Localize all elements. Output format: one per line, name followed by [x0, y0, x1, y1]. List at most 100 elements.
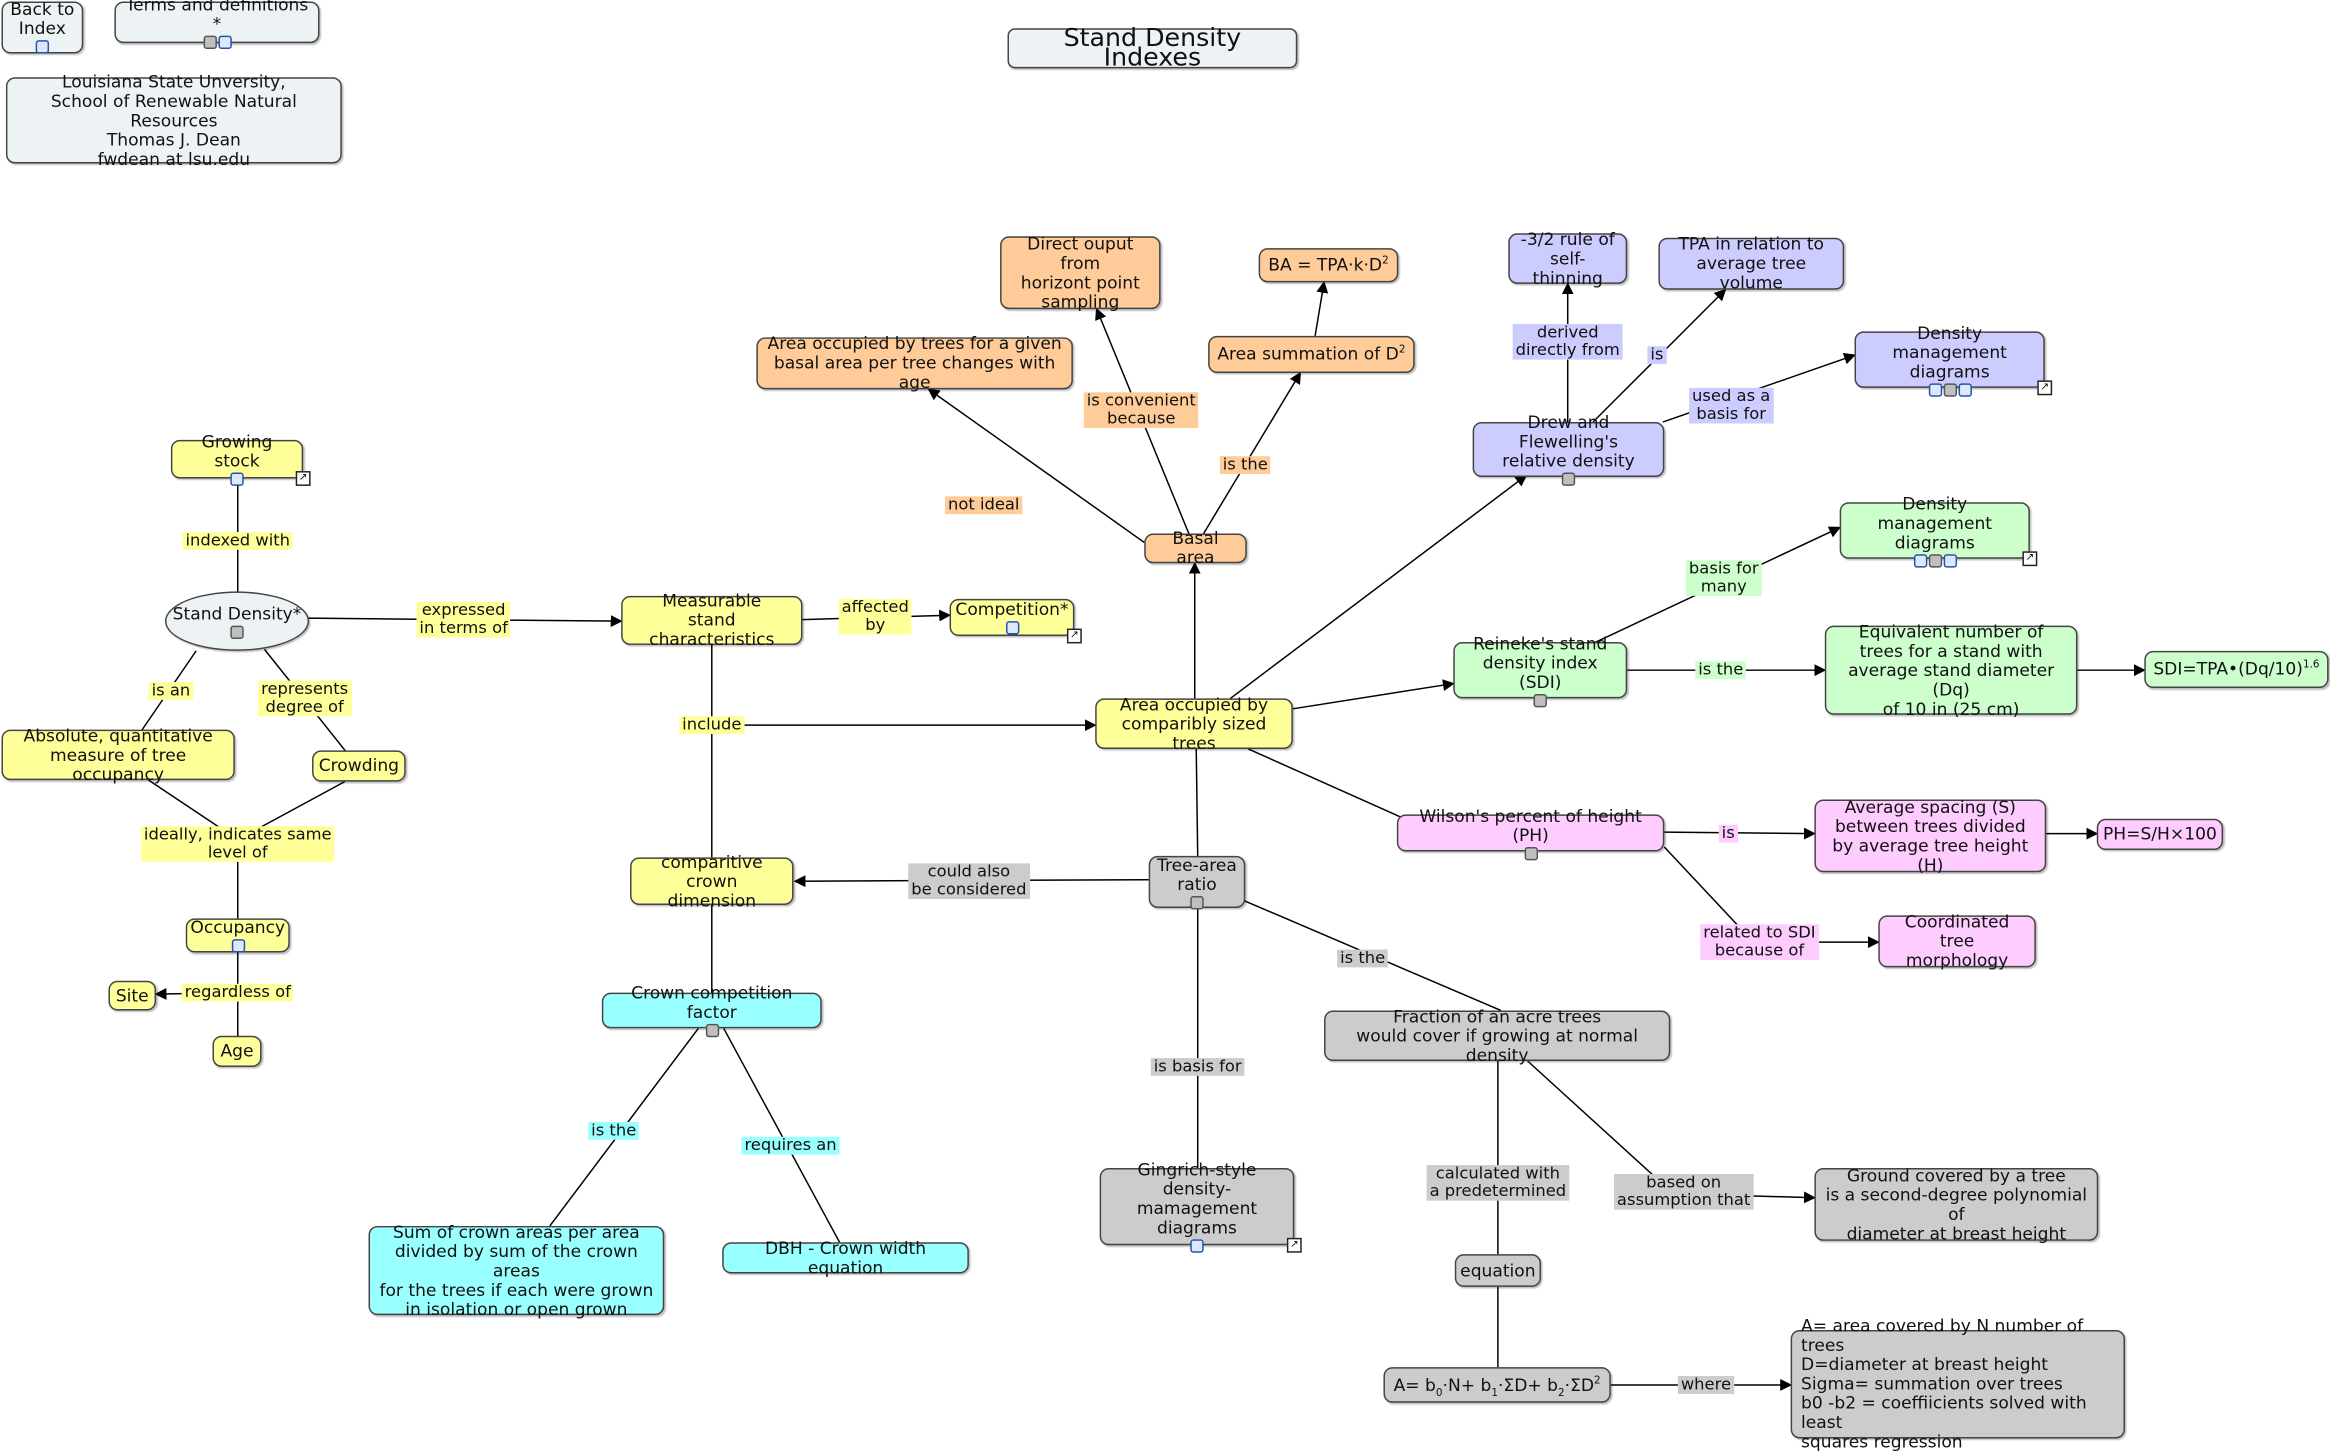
node-absolute-measure: Absolute, quantitative measure of tree o… — [1, 725, 235, 783]
node-drew-flewelling[interactable]: Drew and Flewelling's relative density — [1472, 412, 1665, 486]
node-sdi-formula: SDI=TPA•(Dq/10)1.6 — [2144, 650, 2329, 689]
link-related-to-sdi: related to SDI because of — [1700, 924, 1819, 960]
link-could-also-be-considered: could also be considered — [908, 863, 1030, 900]
node-growing-stock-label: Growing stock — [201, 430, 273, 472]
document-icon[interactable] — [705, 1023, 719, 1038]
link-is-drew: is — [1647, 345, 1667, 365]
node-reineke-label: Reineke's stand density index (SDI) — [1473, 632, 1608, 692]
concept-map-icon[interactable] — [35, 40, 50, 54]
node-measurable: Measurable stand characteristics — [621, 591, 803, 649]
link-used-as-basis-for: used as a basis for — [1689, 387, 1774, 424]
concept-map-icon[interactable] — [231, 939, 245, 953]
sdi-formula-text: SDI=TPA•(Dq/10)1.6 — [2153, 658, 2320, 680]
node-growing-stock[interactable]: Growing stock ↗ — [170, 432, 311, 486]
node-coordinated-morphology: Coordinated tree morphology — [1878, 912, 2036, 970]
node-stand-density[interactable]: Stand Density* — [164, 591, 310, 651]
external-link-icon[interactable]: ↗ — [1066, 628, 1082, 644]
page-title: Stand Density Indexes — [1007, 25, 1298, 70]
node-tree-area-ratio-label: Tree-area ratio — [1157, 853, 1237, 894]
link-is-convenient-because: is convenient because — [1083, 392, 1199, 428]
link-is-an: is an — [148, 681, 194, 700]
node-density-mgmt-green[interactable]: Density management diagrams ↗ — [1839, 493, 2038, 567]
terms-definitions-button[interactable]: Terms and definitions * — [114, 0, 320, 50]
node-ccf-definition: Sum of crown areas per area divided by s… — [368, 1221, 665, 1318]
link-is-the-tree-area: is the — [1337, 949, 1389, 968]
concept-map-icon[interactable] — [217, 35, 232, 50]
external-link-icon[interactable]: ↗ — [1286, 1237, 1302, 1253]
link-indexed-with: indexed with — [182, 531, 293, 550]
node-gingrich-label: Gingrich-style density-mamagement diagra… — [1136, 1159, 1258, 1238]
link-basis-for-many: basis for many — [1685, 559, 1762, 596]
document-icon[interactable] — [1942, 382, 1957, 397]
node-average-spacing: Average spacing (S) between trees divide… — [1814, 796, 2047, 874]
node-ccf-label: Crown competition factor — [631, 982, 793, 1023]
link-regardless-of: regardless of — [181, 983, 294, 1002]
node-ph-formula: PH=S/H×100 — [2096, 818, 2224, 850]
document-icon[interactable] — [202, 35, 217, 50]
node-dbh-crown-width: DBH - Crown width equation — [722, 1238, 969, 1276]
concept-map-icon[interactable] — [230, 472, 244, 486]
node-reineke-sdi[interactable]: Reineke's stand density index (SDI) — [1453, 633, 1628, 707]
node-equation: equation — [1454, 1254, 1541, 1287]
node-density-mgmt-green-label: Density management diagrams — [1877, 492, 1993, 553]
link-requires-an: requires an — [741, 1136, 840, 1155]
link-include: include — [679, 716, 745, 735]
node-tpa-volume: TPA in relation to average tree volume — [1658, 234, 1845, 292]
document-icon[interactable] — [1523, 846, 1538, 860]
node-wilson-label: Wilson's percent of height (PH) — [1419, 804, 1642, 845]
link-is-wilson: is — [1718, 824, 1738, 843]
node-ground-covered: Ground covered by a tree is a second-deg… — [1814, 1165, 2099, 1242]
node-where-definitions: A= area covered by N number of trees D=d… — [1790, 1316, 2125, 1451]
node-density-mgmt-blue-label: Density management diagrams — [1892, 321, 2007, 382]
node-crown-competition-factor[interactable]: Crown competition factor — [601, 983, 822, 1038]
link-calculated-with: calculated with a predetermined — [1426, 1164, 1570, 1201]
external-link-icon[interactable]: ↗ — [2022, 551, 2038, 567]
concept-map-icon[interactable] — [1942, 553, 1957, 567]
link-is-basis-for: is basis for — [1150, 1057, 1245, 1076]
node-area-occupied: Area occupied by comparibly sized trees — [1095, 694, 1293, 752]
node-drew-label: Drew and Flewelling's relative density — [1502, 411, 1635, 472]
node-competition[interactable]: Competition* ↗ — [949, 598, 1082, 644]
concept-map-icon[interactable] — [1005, 621, 1019, 635]
image-icon[interactable] — [1928, 382, 1942, 397]
author-info: Louisiana State Unversity, School of Ren… — [5, 71, 342, 168]
link-affected-by: affected by — [838, 598, 912, 635]
document-icon[interactable] — [1928, 553, 1942, 567]
node-site: Site — [108, 980, 157, 1011]
node-basal-area: Basal area — [1144, 528, 1247, 567]
node-density-mgmt-blue[interactable]: Density management diagrams ↗ — [1854, 322, 2053, 397]
link-is-the-ccf: is the — [588, 1121, 640, 1140]
back-to-index-button[interactable]: Back to Index — [1, 0, 84, 54]
node-fraction-acre: Fraction of an acre trees would cover if… — [1324, 1006, 1671, 1064]
link-based-on-assumption: based on assumption that — [1613, 1173, 1754, 1210]
document-icon[interactable] — [230, 624, 244, 639]
node-gingrich[interactable]: Gingrich-style density-mamagement diagra… — [1099, 1160, 1302, 1253]
link-ideally-indicates: ideally, indicates same level of — [140, 825, 335, 862]
a-formula-text: A= b0·N+ b1·ΣD+ b2·ΣD2 — [1393, 1373, 1601, 1399]
concept-map-icon[interactable] — [1957, 382, 1972, 397]
node-competition-label: Competition* — [955, 598, 1069, 620]
document-icon[interactable] — [1190, 895, 1204, 909]
document-icon[interactable] — [1561, 472, 1576, 486]
link-where: where — [1677, 1375, 1735, 1394]
node-direct-output: Direct ouput from horizont point samplin… — [1000, 233, 1161, 311]
node-equivalent-trees: Equivalent number of trees for a stand w… — [1824, 621, 2078, 718]
image-icon[interactable] — [1913, 553, 1927, 567]
node-stand-density-label: Stand Density* — [172, 602, 302, 624]
link-represents-degree-of: represents degree of — [258, 680, 352, 717]
document-icon[interactable] — [1533, 693, 1547, 707]
node-occupancy[interactable]: Occupancy — [185, 916, 290, 953]
terms-definitions-label: Terms and definitions * — [125, 0, 309, 35]
node-wilson-ph[interactable]: Wilson's percent of height (PH) — [1396, 805, 1665, 860]
external-link-icon[interactable]: ↗ — [2037, 380, 2053, 396]
link-expressed-in-terms-of: expressed in terms of — [416, 601, 511, 638]
node-tree-area-ratio[interactable]: Tree-area ratio — [1148, 853, 1246, 909]
link-not-ideal: not ideal — [945, 496, 1023, 515]
external-link-icon[interactable]: ↗ — [295, 471, 311, 486]
node-occupancy-label: Occupancy — [190, 916, 286, 938]
ba-formula-text: BA = TPA·k·D2 — [1268, 254, 1389, 275]
concept-map-icon[interactable] — [1190, 1239, 1204, 1253]
node-a-formula: A= b0·N+ b1·ΣD+ b2·ΣD2 — [1383, 1367, 1611, 1403]
back-to-index-label: Back to Index — [10, 0, 75, 39]
